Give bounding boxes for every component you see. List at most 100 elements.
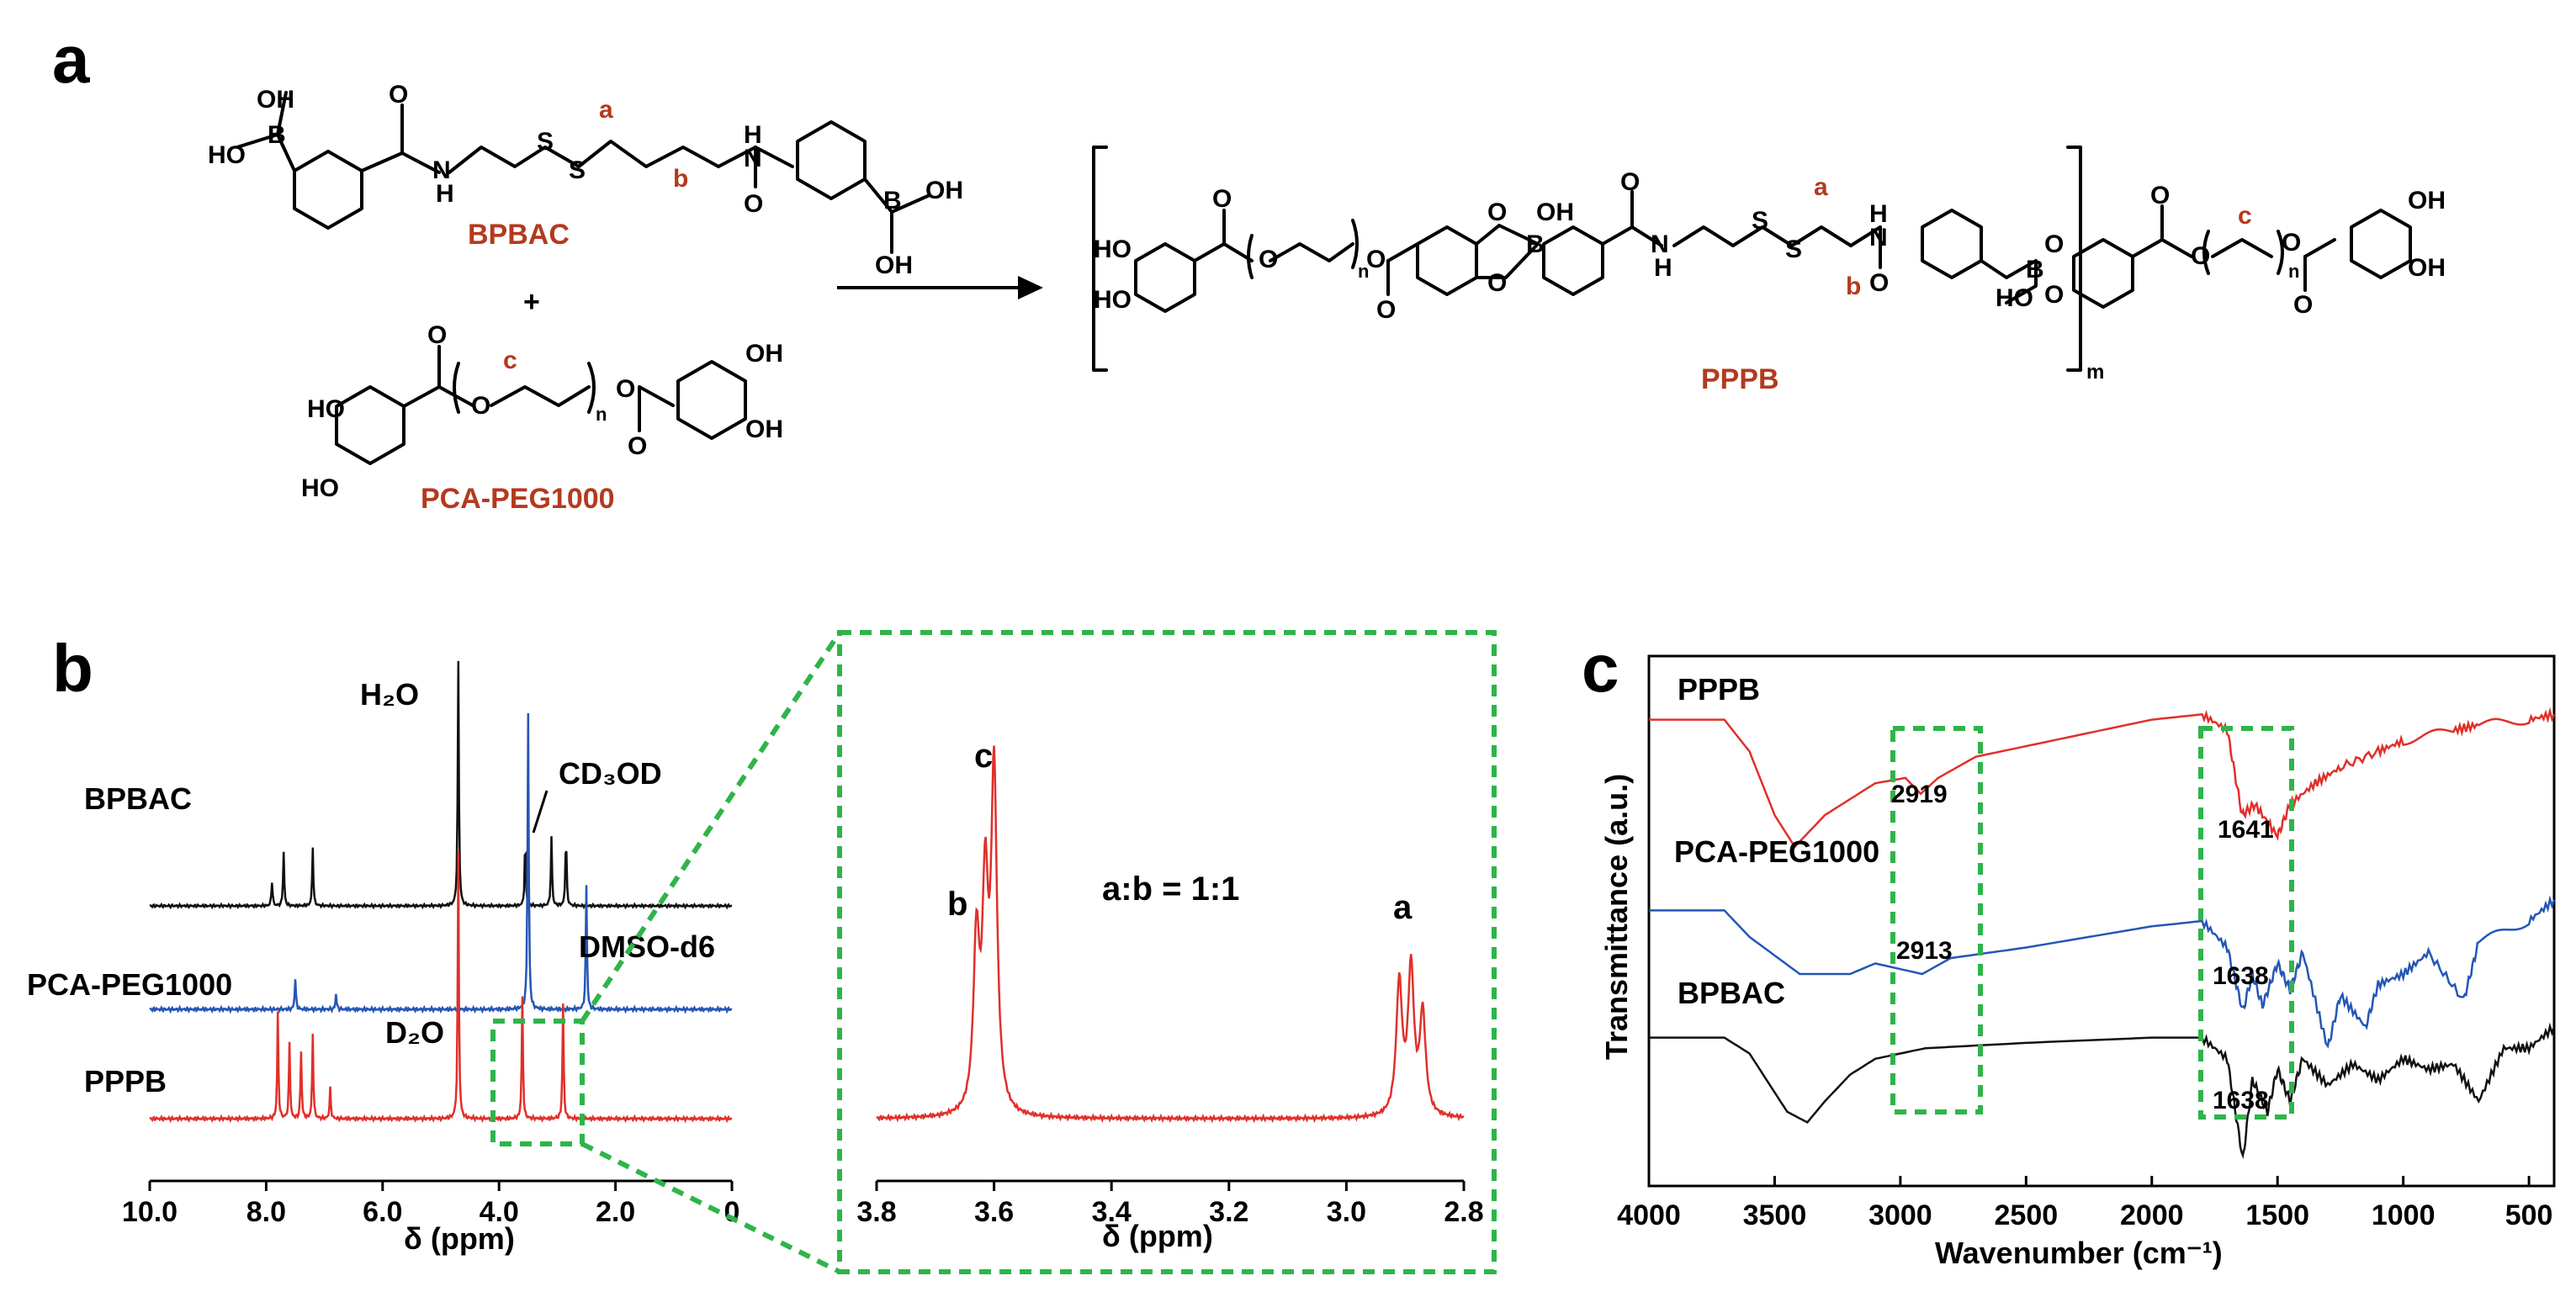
pppb-label: PPPB xyxy=(1701,363,1779,395)
atom-o-2: O xyxy=(744,190,763,218)
subscript-n-2: n xyxy=(1358,261,1369,282)
ftir-trace-pppb xyxy=(1649,707,2556,849)
atom-o-16: O xyxy=(2044,281,2064,309)
ftir-annotation-1638b: 1638 xyxy=(2213,1087,2269,1114)
ftir-annotation-2919: 2919 xyxy=(1891,781,1948,808)
atom-n-1: N xyxy=(432,156,451,184)
panel-letter-b: b xyxy=(52,631,93,706)
zoom-frame xyxy=(837,630,1497,1274)
ftir-x-tick-label: 1000 xyxy=(2372,1199,2436,1231)
atom-oh-8: OH xyxy=(2408,254,2446,282)
atom-h-1: H xyxy=(436,180,454,208)
plus-sign: + xyxy=(523,286,540,318)
atom-o-7: O xyxy=(1212,185,1232,213)
nmr-x-tick-label: 8.0 xyxy=(246,1196,286,1228)
site-c-pca: c xyxy=(503,347,517,374)
nmr-cd3od-pointer xyxy=(532,790,549,834)
nmr-trace-pppb xyxy=(149,850,733,1124)
zoom-x-tick-label: 3.6 xyxy=(974,1196,1014,1228)
atom-s-4: S xyxy=(1785,236,1802,263)
atom-ho-1: HO xyxy=(208,141,246,169)
atom-o-5: O xyxy=(616,375,635,403)
atom-ho-2: HO xyxy=(307,395,345,423)
zoom-link-lower xyxy=(580,1141,841,1274)
atom-oh-7: OH xyxy=(2408,187,2446,214)
atom-o-12: O xyxy=(1487,269,1507,297)
zoom-x-tick-label: 3.4 xyxy=(1092,1196,1132,1228)
atom-h-2: H xyxy=(744,121,762,149)
atom-b-4: B xyxy=(2026,256,2044,283)
zoom-peak-label-b: b xyxy=(947,886,967,923)
pca-label: PCA-PEG1000 xyxy=(421,483,615,515)
atom-oh-4: OH xyxy=(745,340,783,368)
ftir-y-label: Transmittance (a.u.) xyxy=(1599,774,1634,1060)
atom-s-1: S xyxy=(537,128,554,156)
ftir-trace-label-bpbac: BPBAC xyxy=(1678,976,1785,1010)
ftir-annotation-1638a: 1638 xyxy=(2213,962,2269,990)
zoom-x-label: δ (ppm) xyxy=(1102,1219,1213,1253)
ftir-x-tick-label: 1500 xyxy=(2245,1199,2309,1231)
zoom-peak-label-a: a xyxy=(1393,889,1413,926)
ftir-x-label: Wavenumber (cm⁻¹) xyxy=(1935,1236,2223,1270)
ftir-trace-label-pppb: PPPB xyxy=(1678,672,1760,707)
atom-oh-5: OH xyxy=(745,416,783,443)
nmr-solvent-h2o: H₂O xyxy=(360,677,419,712)
nmr-trace-label-pppb: PPPB xyxy=(84,1064,167,1098)
site-b-pppb: b xyxy=(1846,273,1861,300)
atom-oh-2: OH xyxy=(925,177,963,204)
nmr-x-tick-label: 4.0 xyxy=(480,1196,519,1228)
site-b-bpbac: b xyxy=(673,165,688,193)
ftir-x-tick-label: 4000 xyxy=(1617,1199,1681,1231)
ftir-box-ch xyxy=(1890,726,1983,1114)
nmr-trace-bpbac xyxy=(149,660,733,910)
nmr-x-label: δ (ppm) xyxy=(404,1221,515,1256)
pca-peg-structure xyxy=(335,345,747,465)
atom-ho-3: HO xyxy=(301,474,339,502)
atom-h-4: H xyxy=(1869,200,1888,228)
nmr-solvent-cd3od: CD₃OD xyxy=(559,756,662,791)
nmr-x-tick-label: 10.0 xyxy=(122,1196,178,1228)
atom-ho-6: HO xyxy=(1996,284,2033,312)
atom-o-13: O xyxy=(1620,168,1640,196)
zoom-x-tick-label: 3.0 xyxy=(1327,1196,1366,1228)
atom-n-2: N xyxy=(744,145,762,172)
ftir-x-tick-label: 2500 xyxy=(1995,1199,2059,1231)
atom-o-17: O xyxy=(2150,182,2170,209)
ftir-x-tick-label: 500 xyxy=(2505,1199,2553,1231)
zoom-x-tick-label: 3.2 xyxy=(1209,1196,1248,1228)
atom-o-1: O xyxy=(389,81,408,109)
ftir-x-tick-label: 3500 xyxy=(1743,1199,1807,1231)
nmr-trace-label-pca: PCA-PEG1000 xyxy=(27,967,232,1002)
panel-letter-c: c xyxy=(1582,631,1619,706)
ftir-trace-pca-peg1000 xyxy=(1649,895,2556,1049)
atom-b-1: B xyxy=(268,121,286,149)
nmr-trace-label-bpbac: BPBAC xyxy=(84,781,192,816)
nmr-solvent-dmso: DMSO-d6 xyxy=(579,929,715,964)
site-a-pppb: a xyxy=(1814,173,1828,201)
subscript-n-1: n xyxy=(596,404,607,425)
atom-s-2: S xyxy=(569,156,586,184)
nmr-x-tick-label: 2.0 xyxy=(596,1196,635,1228)
atom-o-15: O xyxy=(2044,230,2064,258)
ftir-annotation-1641: 1641 xyxy=(2218,816,2274,844)
zoom-ratio-text: a:b = 1:1 xyxy=(1102,871,1239,908)
atom-o-8: O xyxy=(1259,246,1278,273)
atom-o-11: O xyxy=(1487,199,1507,226)
atom-o-19: O xyxy=(2282,229,2301,257)
nmr-solvent-d2o: D₂O xyxy=(385,1015,444,1050)
ftir-frame xyxy=(1647,654,2556,1188)
atom-o-9: O xyxy=(1366,246,1386,273)
atom-s-3: S xyxy=(1752,207,1768,235)
zoom-x-tick-label: 2.8 xyxy=(1444,1196,1483,1228)
ftir-trace-label-pca: PCA-PEG1000 xyxy=(1674,834,1879,869)
ftir-box-co xyxy=(2198,726,2294,1120)
zoom-trace-pppb xyxy=(876,745,1465,1124)
nmr-x-tick-label: 0 xyxy=(724,1196,740,1228)
panel-letter-a: a xyxy=(52,22,90,97)
atom-n-3: N xyxy=(1651,230,1669,258)
atom-ho-4: HO xyxy=(1094,236,1132,263)
zoom-link-upper xyxy=(580,631,842,1023)
